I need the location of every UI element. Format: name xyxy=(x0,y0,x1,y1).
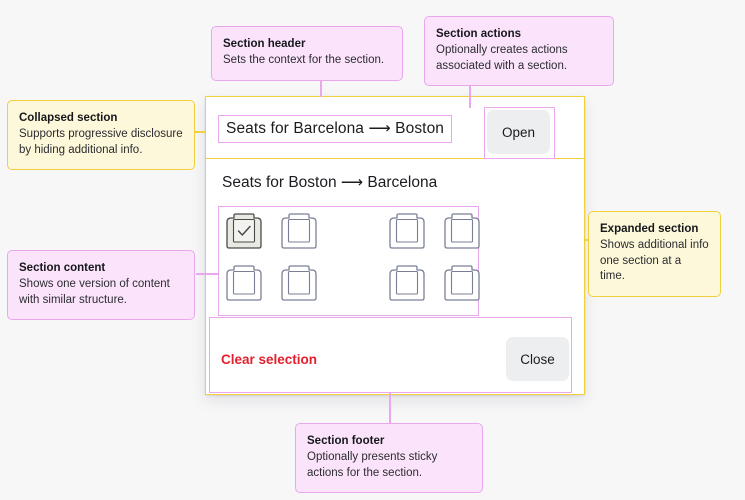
callout-title: Expanded section xyxy=(600,223,699,235)
seat[interactable] xyxy=(385,262,429,306)
callout-title: Section content xyxy=(19,262,106,274)
connector-collapsed-section xyxy=(195,131,206,133)
seat[interactable] xyxy=(440,210,484,254)
seat-grid xyxy=(222,210,480,312)
callout-title: Section header xyxy=(223,38,306,50)
expanded-section-title: Seats for Boston ⟶ Barcelona xyxy=(222,174,438,191)
connector-section-header xyxy=(320,79,322,97)
open-button[interactable]: Open xyxy=(487,110,550,154)
callout-body: Sets the context for the section. xyxy=(223,54,385,66)
callout-section-actions: Section actions Optionally creates actio… xyxy=(424,16,614,86)
callout-body: Optionally creates actions associated wi… xyxy=(436,44,568,72)
callout-body: Shows additional info one section at a t… xyxy=(600,239,709,282)
clear-selection-button[interactable]: Clear selection xyxy=(221,351,318,367)
seat[interactable] xyxy=(385,210,429,254)
connector-section-content xyxy=(196,273,218,275)
close-button[interactable]: Close xyxy=(506,337,569,381)
callout-title: Section footer xyxy=(307,435,385,447)
callout-section-header: Section header Sets the context for the … xyxy=(211,26,403,81)
connector-section-footer xyxy=(389,393,391,423)
seat[interactable] xyxy=(277,210,321,254)
seat[interactable] xyxy=(277,262,321,306)
seat[interactable] xyxy=(440,262,484,306)
callout-title: Section actions xyxy=(436,28,521,40)
connector-section-actions xyxy=(469,76,471,108)
seat[interactable] xyxy=(222,262,266,306)
callout-section-footer: Section footer Optionally presents stick… xyxy=(295,423,483,493)
expanded-section: Clear selection Close xyxy=(205,158,585,395)
callout-collapsed-section: Collapsed section Supports progressive d… xyxy=(7,100,195,170)
callout-body: Shows one version of content with simila… xyxy=(19,278,170,306)
callout-title: Collapsed section xyxy=(19,112,118,124)
callout-expanded-section: Expanded section Shows additional info o… xyxy=(588,211,721,297)
callout-body: Supports progressive disclosure by hidin… xyxy=(19,128,183,156)
collapsed-section-title: Seats for Barcelona ⟶ Boston xyxy=(226,120,445,137)
seat-selected[interactable] xyxy=(222,210,266,254)
callout-section-content: Section content Shows one version of con… xyxy=(7,250,195,320)
section-footer: Clear selection Close xyxy=(205,323,585,395)
section-content-highlight xyxy=(218,206,479,316)
collapsed-section-header: Seats for Barcelona ⟶ Boston xyxy=(218,115,453,143)
callout-body: Optionally presents sticky actions for t… xyxy=(307,451,438,479)
